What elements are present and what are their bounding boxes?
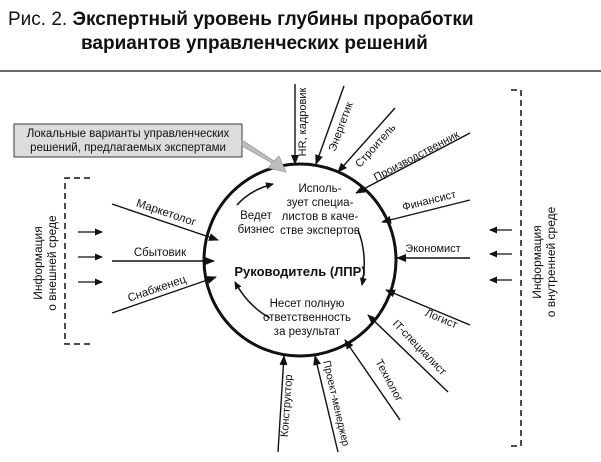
responsibility-text: Несет полную ответственность за результа… [263, 298, 351, 338]
callout-box [13, 123, 243, 158]
responsibility-line: ответственность [263, 312, 351, 324]
caption-line-1: Рис. 2. Экспертный уровень глубины прора… [8, 8, 593, 32]
runs-business-line: Ведет [240, 210, 273, 222]
callout-line: решений, предлагаемых экспертами [30, 142, 226, 154]
figure-number: Рис. 2. [8, 9, 68, 30]
label-supply: Снабженец [126, 273, 188, 304]
inner-arrow-responsibility [234, 281, 271, 319]
expert-designer: Конструктор [277, 355, 295, 453]
callout-line: Локальные варианты управленческих [27, 128, 230, 140]
figure-caption: Рис. 2. Экспертный уровень глубины прора… [8, 8, 593, 56]
figure-title-line-2: вариантов управленческих решений [81, 33, 428, 54]
internal-bracket [511, 89, 522, 447]
uses-experts-line: стве экспертов [280, 225, 360, 237]
expert-production: Производственник [355, 129, 471, 194]
internal-info-line: Информация [530, 225, 544, 298]
arrow-logistics [385, 289, 471, 326]
expert-hr: HR, кадровик [291, 84, 309, 165]
uses-experts-line: листов в каче- [282, 211, 359, 223]
external-bracket [64, 177, 90, 345]
internal-info-line: о внутренней среде [544, 206, 558, 317]
arrow-project-manager [313, 355, 339, 453]
expert-finance: Финансист [381, 189, 471, 224]
expert-sales: Сбытовик [112, 247, 215, 265]
figure-title-line-1: Экспертный уровень глубины проработки [72, 9, 474, 30]
external-info-line: о внешней среде [45, 215, 59, 311]
label-project-manager: Проект-менеджер [320, 359, 351, 447]
arrow-energy [315, 85, 345, 165]
label-designer: Конструктор [279, 374, 295, 437]
arrow-finance [381, 199, 471, 224]
label-hr: HR, кадровик [297, 88, 309, 157]
expert-economist: Экономист [396, 243, 470, 262]
uses-experts-line: зует специа- [287, 197, 354, 209]
leader-label: Руководитель (ЛПР) [234, 264, 365, 279]
responsibility-line: за результат [274, 326, 341, 338]
arrow-designer [277, 355, 288, 453]
expert-it: IT-специалист [367, 314, 449, 393]
uses-experts-line: Исполь- [299, 183, 342, 195]
label-technologist: Технолог [373, 357, 405, 403]
arrow-production [355, 132, 471, 194]
arrow-marketer [111, 203, 219, 241]
external-info-line: Информация [31, 226, 45, 299]
inner-arrow-business [236, 182, 274, 206]
expert-project-manager: Проект-менеджер [313, 355, 352, 453]
label-logistics: Логист [423, 307, 459, 331]
label-economist: Экономист [405, 243, 460, 255]
arrow-technologist [344, 339, 401, 421]
arrow-builder [337, 107, 396, 173]
expert-energy: Энергетик [315, 85, 356, 165]
callout-arrow [241, 139, 287, 173]
inner-arrow-experts [357, 229, 367, 286]
expert-marketer: Маркетолог [111, 197, 219, 241]
label-energy: Энергетик [327, 100, 356, 153]
uses-experts-text: Исполь- зует специа- листов в каче- стве… [280, 183, 360, 237]
label-marketer: Маркетолог [135, 197, 198, 228]
expert-supply: Снабженец [111, 273, 217, 314]
runs-business-text: Ведет бизнес [238, 210, 275, 236]
label-it: IT-специалист [390, 318, 449, 378]
arrow-supply [111, 276, 217, 314]
label-sales: Сбытовик [134, 247, 187, 259]
arrow-it [367, 314, 449, 393]
responsibility-line: Несет полную [270, 298, 345, 310]
expert-technologist: Технолог [344, 339, 405, 421]
runs-business-line: бизнес [238, 224, 275, 236]
